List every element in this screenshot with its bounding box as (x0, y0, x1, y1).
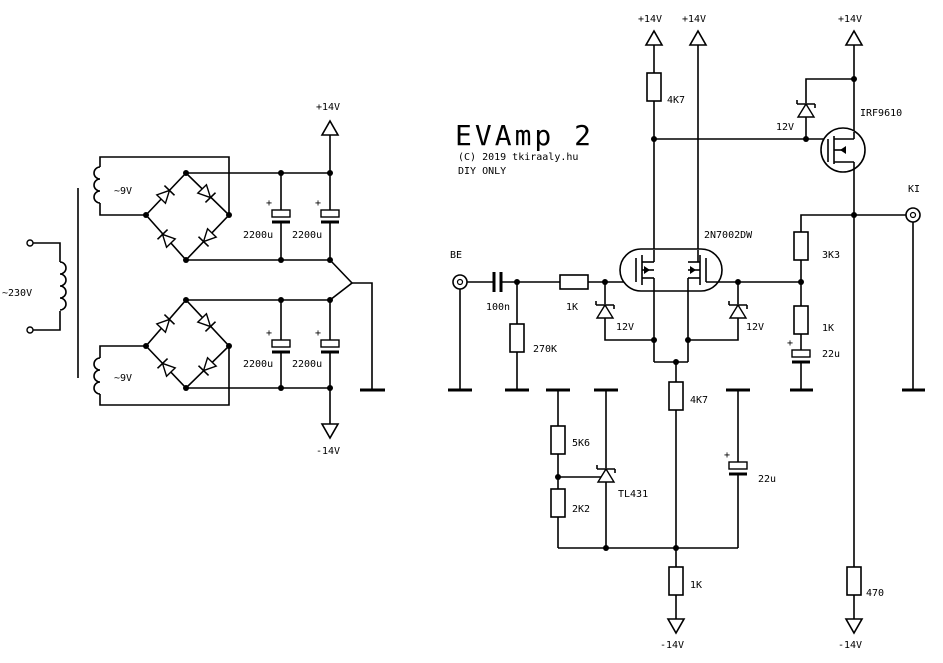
resistor-fb2-label: 1K (822, 323, 834, 334)
cap-ref-label: 22u (758, 474, 776, 485)
resistor-gate-label: 1K (566, 302, 578, 313)
primary-winding (59, 261, 67, 311)
amp-rail-label-2: +14V (682, 14, 706, 25)
mains-terminal-bottom (26, 326, 34, 334)
notice-text: DIY ONLY (458, 166, 506, 177)
svg-text:+: + (787, 338, 793, 349)
resistor-output (846, 566, 862, 596)
cap-4: + (315, 300, 340, 388)
resistor-bias (509, 323, 525, 353)
svg-text:+: + (266, 198, 272, 209)
resistor-feedback-1 (793, 231, 809, 261)
cap-1-label: 2200u (243, 230, 273, 241)
resistor-tail (668, 381, 684, 411)
zener-out-label: 12V (776, 122, 794, 133)
tl431-ref (596, 465, 616, 483)
irf9610-transistor (820, 127, 866, 173)
resistor-gate (559, 274, 589, 290)
resistor-emitter (668, 566, 684, 596)
cap-in-label: 100n (486, 302, 510, 313)
output-label: KI (908, 184, 920, 195)
svg-text:+: + (266, 328, 272, 339)
amp-neg-rail-label-1: -14V (660, 640, 684, 651)
dual-fet-label: 2N7002DW (704, 230, 753, 241)
resistor-drain (646, 72, 662, 102)
resistor-feedback-2 (793, 305, 809, 335)
cap-4-label: 2200u (292, 359, 322, 370)
power-supply: ~230V ~9V +14V + (2, 102, 385, 457)
cap-3: + (266, 300, 291, 388)
copyright-text: (C) 2019 tkiraaly.hu (458, 152, 578, 163)
svg-text:+: + (315, 328, 321, 339)
resistor-ref-top-label: 5K6 (572, 438, 590, 449)
mains-terminal-top (26, 239, 34, 247)
zener-left-label: 12V (616, 322, 634, 333)
rail-pos-label: +14V (316, 102, 340, 113)
resistor-fb1-label: 3K3 (822, 250, 840, 261)
resistor-ref-top (550, 425, 566, 455)
secondary-winding-top (93, 166, 101, 204)
input-label: BE (450, 250, 462, 261)
resistor-ref-bot-label: 2K2 (572, 504, 590, 515)
cap-2-label: 2200u (292, 230, 322, 241)
amp-rail-label-1: +14V (638, 14, 662, 25)
cap-fb-label: 22u (822, 349, 840, 360)
secondary-top-label: ~9V (114, 186, 132, 197)
zener-right-label: 12V (746, 322, 764, 333)
resistor-drain-label: 4K7 (667, 95, 685, 106)
amp-neg-rail-label-2: -14V (838, 640, 862, 651)
ref-ic-label: TL431 (618, 489, 648, 500)
secondary-winding-bottom (93, 357, 101, 395)
amplifier: +14V +14V +14V 4K7 12V (448, 14, 925, 651)
dual-fet-2n7002dw (619, 248, 723, 300)
mains-label: ~230V (2, 288, 32, 299)
resistor-ref-bottom (550, 488, 566, 518)
cap-1: + (266, 173, 291, 260)
resistor-out-label: 470 (866, 588, 884, 599)
pfet-label: IRF9610 (860, 108, 902, 119)
cap-3-label: 2200u (243, 359, 273, 370)
rail-neg-label: -14V (316, 446, 340, 457)
cap-2: + (315, 173, 340, 260)
page-title: EVAmp 2 (455, 119, 594, 152)
svg-text:+: + (724, 450, 730, 461)
resistor-emit-label: 1K (690, 580, 702, 591)
resistor-bias-label: 270K (533, 344, 557, 355)
secondary-bottom-label: ~9V (114, 373, 132, 384)
amp-rail-label-3: +14V (838, 14, 862, 25)
svg-text:+: + (315, 198, 321, 209)
resistor-tail-label: 4K7 (690, 395, 708, 406)
